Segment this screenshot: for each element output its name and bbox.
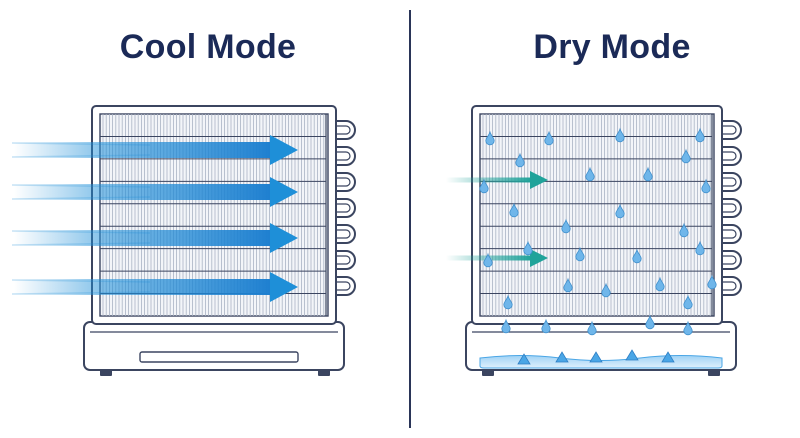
- water-splash: [625, 349, 639, 361]
- water-droplet: [503, 294, 513, 310]
- cool-tube-bend: [336, 172, 356, 192]
- water-splash: [661, 351, 675, 363]
- dry-tube-bend: [722, 146, 742, 166]
- dry-tube-bend: [722, 276, 742, 296]
- water-droplet: [632, 248, 642, 264]
- dry-water-splashes: [517, 349, 675, 365]
- water-droplet: [683, 320, 693, 336]
- water-droplet: [541, 318, 551, 334]
- cool-base-tray: [83, 321, 345, 371]
- water-droplet: [483, 252, 493, 268]
- water-droplet: [485, 130, 495, 146]
- water-droplet: [587, 320, 597, 336]
- cool-airflow-arrows: [11, 135, 298, 302]
- water-splash: [555, 351, 569, 363]
- cool-mode-unit: [11, 105, 356, 376]
- water-droplet: [585, 166, 595, 182]
- water-droplet: [575, 246, 585, 262]
- water-droplet: [509, 202, 519, 218]
- cool-arrow-head: [270, 135, 298, 165]
- water-droplet: [615, 127, 625, 143]
- dry-arrow-head: [530, 171, 548, 189]
- water-droplet: [501, 318, 511, 334]
- water-droplet: [643, 166, 653, 182]
- cool-arrow-head: [270, 223, 298, 253]
- water-droplet: [695, 127, 705, 143]
- dry-condensation-droplets: [479, 127, 717, 336]
- water-droplet: [655, 276, 665, 292]
- cool-tube-bend: [336, 250, 356, 270]
- dry-airflow-arrow: [446, 171, 548, 189]
- cool-airflow-arrow: [11, 223, 298, 253]
- dry-tube-bends: [722, 120, 742, 296]
- dry-tube-bend: [722, 120, 742, 140]
- water-droplet: [561, 218, 571, 234]
- cool-arrow-head: [270, 177, 298, 207]
- cool-airflow-arrow: [11, 177, 298, 207]
- water-droplet: [679, 222, 689, 238]
- cool-drain-slot: [139, 351, 299, 363]
- dry-tube-bend: [722, 198, 742, 218]
- water-droplet: [563, 277, 573, 293]
- water-droplet: [683, 294, 693, 310]
- cool-airflow-arrow: [11, 135, 298, 165]
- water-droplet: [701, 178, 711, 194]
- cool-mode-title: Cool Mode: [119, 28, 297, 66]
- dry-tube-bend: [722, 224, 742, 244]
- dry-mode-title: Dry Mode: [533, 28, 691, 66]
- water-droplet: [645, 314, 655, 330]
- cool-tube-bend: [336, 198, 356, 218]
- dry-tube-bend: [722, 250, 742, 270]
- water-droplet: [479, 178, 489, 194]
- water-droplet: [615, 203, 625, 219]
- water-splash: [589, 351, 603, 363]
- cool-airflow-arrow: [11, 272, 298, 302]
- cool-tube-bend: [336, 276, 356, 296]
- dry-fins: [482, 114, 711, 316]
- water-droplet: [695, 240, 705, 256]
- water-droplet: [515, 152, 525, 168]
- water-droplet: [523, 240, 533, 256]
- dry-tube-bend: [722, 172, 742, 192]
- cool-tube-bends: [336, 120, 356, 296]
- water-splash: [517, 353, 531, 365]
- cool-arrow-head: [270, 272, 298, 302]
- cool-tube-bend: [336, 120, 356, 140]
- cool-tube-bend: [336, 224, 356, 244]
- water-droplet: [601, 282, 611, 298]
- dry-arrow-head: [530, 249, 548, 267]
- water-droplet: [681, 148, 691, 164]
- water-droplet: [707, 274, 717, 290]
- dry-fin-bands: [480, 135, 712, 295]
- dry-mode-unit: [446, 105, 742, 376]
- water-droplet: [544, 130, 554, 146]
- cool-tube-bend: [336, 146, 356, 166]
